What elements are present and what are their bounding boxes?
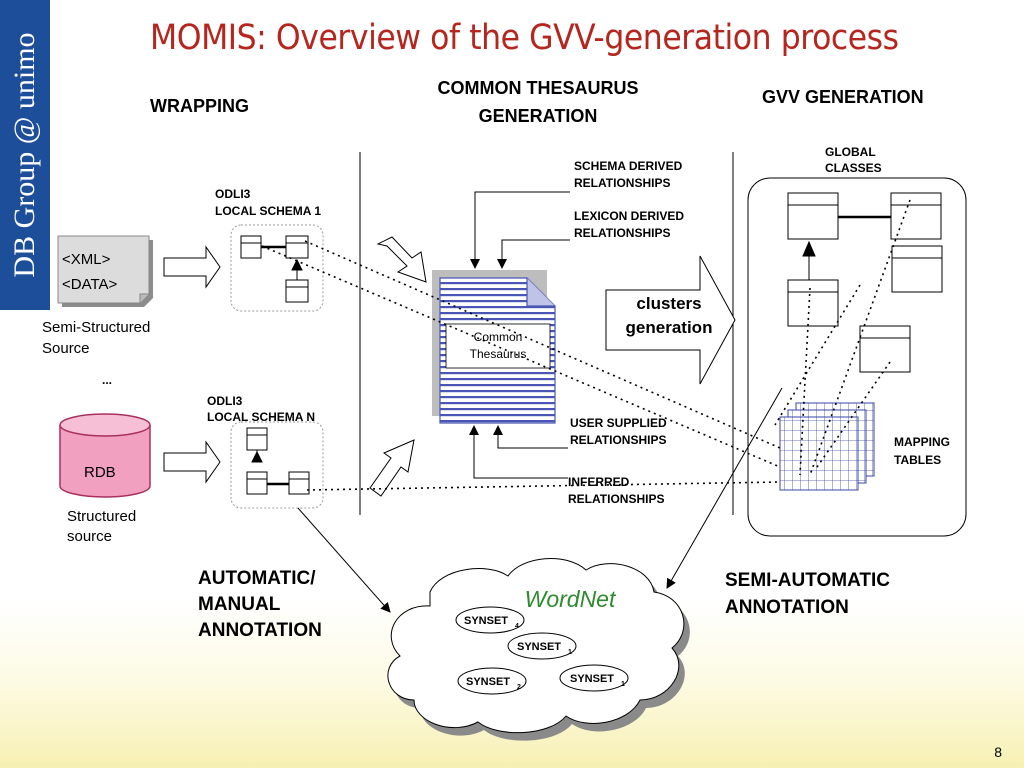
schema1-title-1: ODLI3 [215,187,251,201]
thesaurus-header-line2: GENERATION [479,106,598,126]
xml-tag-label: <XML> [62,251,111,268]
wordnet-logo: WordNet [525,586,617,612]
synset-label: SYNSET [466,676,510,688]
gvv-header: GVV GENERATION [762,87,924,107]
synset-2: SYNSET 2 [457,667,527,695]
data-tag-label: <DATA> [62,276,118,293]
clusters-label-2: generation [626,318,713,337]
lexicon-derived-label-2: RELATIONSHIPS [574,226,670,240]
auto-annotation-label-3: ANNOTATION [198,620,322,641]
semi-annotation-label-1: SEMI-AUTOMATIC [725,570,890,591]
wrapping-header: WRAPPING [150,96,249,116]
semi-structured-label-2: Source [42,340,90,357]
slide-title: MOMIS: Overview of the GVV-generation pr… [150,18,899,58]
synset-subscript: 1 [568,649,572,656]
page-number: 8 [994,744,1002,760]
auto-annotation-label-2: MANUAL [198,594,281,615]
global-classes-label-1: GLOBAL [825,145,876,159]
synset-label: SYNSET [570,673,614,685]
wrap-arrow-2 [163,440,221,484]
mapping-tables-label-2: TABLES [894,453,941,467]
wrap-arrow-1 [163,245,221,289]
synset-1a: SYNSET 1 [507,632,577,660]
synset-subscript: 2 [517,684,521,691]
inferred-label-2: RELATIONSHIPS [568,492,664,506]
synset-subscript: 1 [621,681,625,688]
synset-1b: SYNSET 1 [559,664,629,692]
ellipsis: ... [102,373,112,387]
global-classes [787,192,943,373]
semi-structured-label-1: Semi-Structured [42,319,150,336]
thes-arrow-2 [369,439,415,497]
clusters-arrow [605,255,736,385]
schema1-title-2: LOCAL SCHEMA 1 [215,204,321,218]
lexicon-rel-arrow [497,239,570,269]
schema-derived-label-2: RELATIONSHIPS [574,176,670,190]
thesaurus-label-1: Common [474,330,523,344]
schemaN-classes [246,427,310,495]
clusters-label-1: clusters [636,294,701,313]
semi-annotation-label-2: ANNOTATION [725,597,849,618]
synset-subscript: 4 [515,623,519,630]
user-supplied-label-1: USER SUPPLIED [570,416,667,430]
rdb-cylinder-icon [59,413,151,498]
inferred-rel-arrow [469,425,568,479]
schema-rel-arrow [470,191,570,269]
user-supplied-label-2: RELATIONSHIPS [570,433,666,447]
user-rel-arrow [493,425,568,449]
lexicon-derived-label-1: LEXICON DERIVED [574,209,684,223]
auto-annotation-label-1: AUTOMATIC/ [198,568,316,589]
thes-arrow-1 [376,236,427,283]
semi-annotation-arrow [666,387,783,589]
global-classes-label-2: CLASSES [825,161,882,175]
schemaN-title-2: LOCAL SCHEMA N [207,410,315,424]
structured-label-2: source [67,528,112,545]
schemaN-box [230,421,324,509]
thesaurus-label-2: Thesaurus [470,347,527,361]
thesaurus-document-icon [432,270,556,424]
mapping-tables-icon [779,402,875,491]
schema-derived-label-1: SCHEMA DERIVED [574,159,683,173]
synset-label: SYNSET [517,641,561,653]
thesaurus-header-line1: COMMON THESAURUS [438,78,639,98]
auto-annotation-arrow [297,507,391,613]
inferred-label-1: INFERRED [568,475,630,489]
schema1-classes [240,235,309,303]
synset-label: SYNSET [464,615,508,627]
mapping-tables-label-1: MAPPING [894,435,950,449]
structured-label-1: Structured [67,508,136,525]
sidebar-band [0,0,50,310]
mapping-dotted-lines [261,199,911,491]
xml-document-icon [57,235,153,307]
rdb-label: RDB [84,464,116,481]
synset-4: SYNSET 4 [455,606,525,634]
schemaN-title-1: ODLI3 [207,394,243,408]
